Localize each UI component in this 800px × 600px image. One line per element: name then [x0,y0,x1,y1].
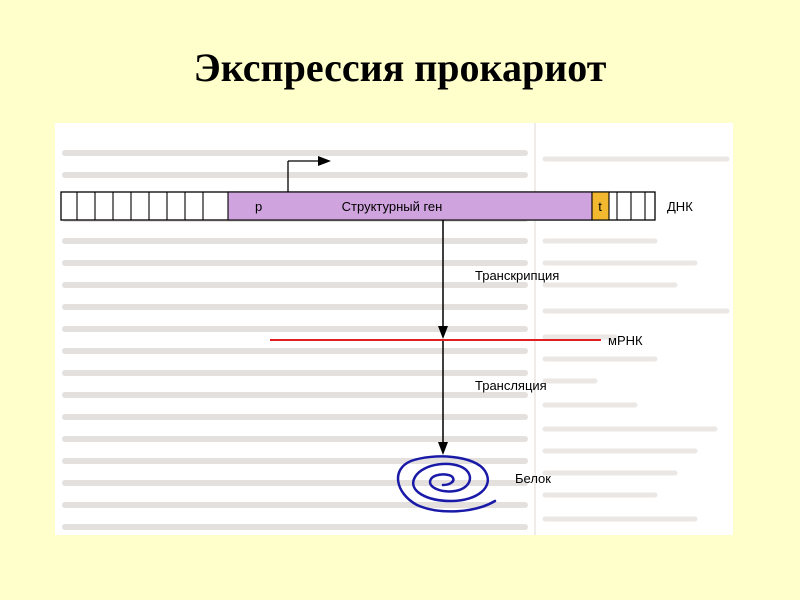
structural-gene-label: Структурный ген [342,199,443,214]
mrna-label: мРНК [608,333,643,348]
transcription-arrow [438,220,448,339]
terminator-region [591,191,610,221]
transcription-label: Транскрипция [475,268,559,283]
protein-spiral [396,455,497,513]
terminator-label: t [598,199,602,214]
translation-arrow [438,341,448,455]
promoter-label: p [255,199,262,214]
diagram-panel: p Структурный ген t ДНК Транскрипция мРН… [55,123,733,535]
structural-gene-region [227,191,593,221]
expression-diagram: p Структурный ген t ДНК Транскрипция мРН… [60,123,730,535]
background-text-texture [62,123,730,535]
translation-label: Трансляция [475,378,547,393]
dna-segments [76,192,646,220]
dna-label: ДНК [667,199,693,214]
slide-title: Экспрессия прокариот [193,45,607,90]
transcription-start-arrow [287,156,331,192]
dna-strand [60,191,656,221]
protein-label: Белок [515,471,551,486]
